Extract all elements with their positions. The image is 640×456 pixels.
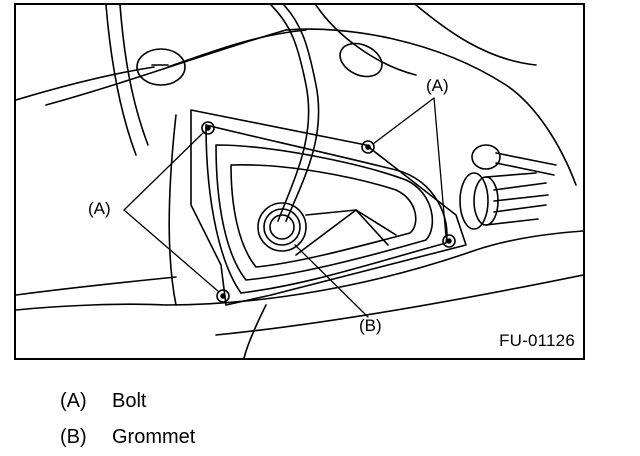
callout-a-top: (A) bbox=[426, 76, 449, 95]
callout-a-left: (A) bbox=[88, 199, 111, 218]
callout-b: (B) bbox=[359, 316, 382, 335]
harness-connector bbox=[459, 144, 557, 230]
service-diagram: (A) (A) (B) FU-01126 bbox=[14, 3, 585, 360]
legend-key: (B) bbox=[60, 426, 87, 448]
legend-text: Grommet bbox=[112, 426, 196, 448]
body-panel-lines bbox=[16, 5, 583, 358]
figure-code: FU-01126 bbox=[499, 331, 575, 350]
center-grommet bbox=[257, 5, 320, 252]
bolts bbox=[201, 121, 456, 303]
legend-item-grommet: (B) Grommet bbox=[60, 426, 195, 448]
fuel-pump-access-drawing bbox=[16, 5, 583, 358]
upper-grommet bbox=[16, 29, 307, 101]
body-hole bbox=[339, 42, 383, 78]
legend-key: (A) bbox=[60, 390, 87, 412]
legend-text: Bolt bbox=[112, 390, 147, 412]
leader-lines bbox=[123, 97, 447, 318]
legend-item-bolt: (A) Bolt bbox=[60, 390, 146, 412]
service-cover-plate bbox=[190, 109, 467, 306]
